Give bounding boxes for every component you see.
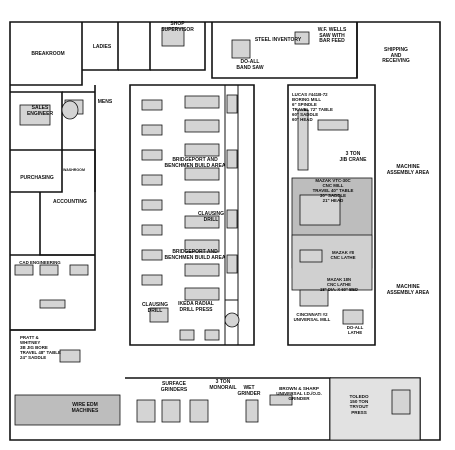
label-clausing-drill-1: CLAUSING DRILL xyxy=(197,211,225,223)
label-clausing-drill-2: CLAUSING DRILL xyxy=(141,302,169,314)
label-ladies: LADIES xyxy=(92,44,112,50)
label-bridgeport-1: BRIDGEPORT AND BENCHMEN BUILD AREA xyxy=(164,157,226,169)
wall-right-bay xyxy=(287,84,376,346)
label-wf-wells: W.F. WELLS SAW WITH BAR FEED xyxy=(317,27,347,45)
label-ikeda: IKEDA RADIAL DRILL PRESS xyxy=(178,301,214,313)
label-toledo: TOLEDO 150 TON TRYOUT PRESS xyxy=(349,394,369,415)
label-breakroom: BREAKROOM xyxy=(31,51,65,57)
label-lucas: LUCAS #441B-72 BORING MILL 6" SPINDLE TR… xyxy=(292,92,333,122)
wall-supervisor xyxy=(118,22,151,71)
label-monorail: 3 TON MONORAIL xyxy=(209,379,237,391)
label-do-all-lathe: DO-ALL LATHE xyxy=(346,325,364,335)
wall-washroom xyxy=(62,149,96,192)
label-accounting: ACCOUNTING xyxy=(53,199,87,205)
wall-breakroom xyxy=(10,22,83,86)
wall-office-block xyxy=(10,91,63,151)
wall-shop-left xyxy=(129,84,255,346)
label-wire-edm: WIRE EDM MACHINES xyxy=(71,402,99,414)
wall-purchasing xyxy=(10,150,63,193)
wall-shop-supervisor xyxy=(150,22,206,71)
label-washroom: WASHROOM xyxy=(63,168,85,172)
outer-wall xyxy=(9,21,441,441)
label-sales-engineer: SALES ENGINEER xyxy=(26,105,54,117)
label-do-all-band-saw: DO-ALL BAND SAW xyxy=(236,59,264,71)
label-bridgeport-2: BRIDGEPORT AND BENCHMEN BUILD AREA xyxy=(164,249,226,261)
label-mens: MENS xyxy=(97,99,113,105)
label-mazak-vtc: MAZAK VTC-30C CNC MILL TRAVEL 40" TABLE … xyxy=(312,178,354,203)
label-brown-sharp: BROWN & SHARP UNIVERSAL I.D./O.D. GRINDE… xyxy=(276,386,322,402)
label-steel-inventory: STEEL INVENTORY xyxy=(254,37,302,43)
label-shop-supervisor: SHOP SUPERVISOR xyxy=(161,21,194,33)
label-pratt-whitney: PRATT & WHITNEY 3B JIG BORE TRAVEL 48" T… xyxy=(20,335,61,360)
label-purchasing: PURCHASING xyxy=(20,175,54,181)
label-cad-engineering: CAD ENGINEERING xyxy=(19,260,61,265)
label-mazak-18n: MAZAK 18N CNC LATHE 18" DIA. X 60" BED xyxy=(320,277,358,292)
label-jib-crane: 3 TON JIB CRANE xyxy=(339,151,367,163)
label-surface-grinders: SURFACE GRINDERS xyxy=(160,381,188,393)
label-machine-assembly-1: MACHINE ASSEMBLY AREA xyxy=(386,164,430,176)
label-shipping: SHIPPING AND RECEIVING xyxy=(382,47,410,65)
label-mazak-8: MAZAK #8 CNC LATHE xyxy=(330,250,356,260)
label-machine-assembly-2: MACHINE ASSEMBLY AREA xyxy=(386,284,430,296)
label-cincinnati: CINCINNATI #2 UNIVERSAL MILL xyxy=(293,312,331,322)
label-wet-grinder: WET GRINDER xyxy=(237,385,261,397)
